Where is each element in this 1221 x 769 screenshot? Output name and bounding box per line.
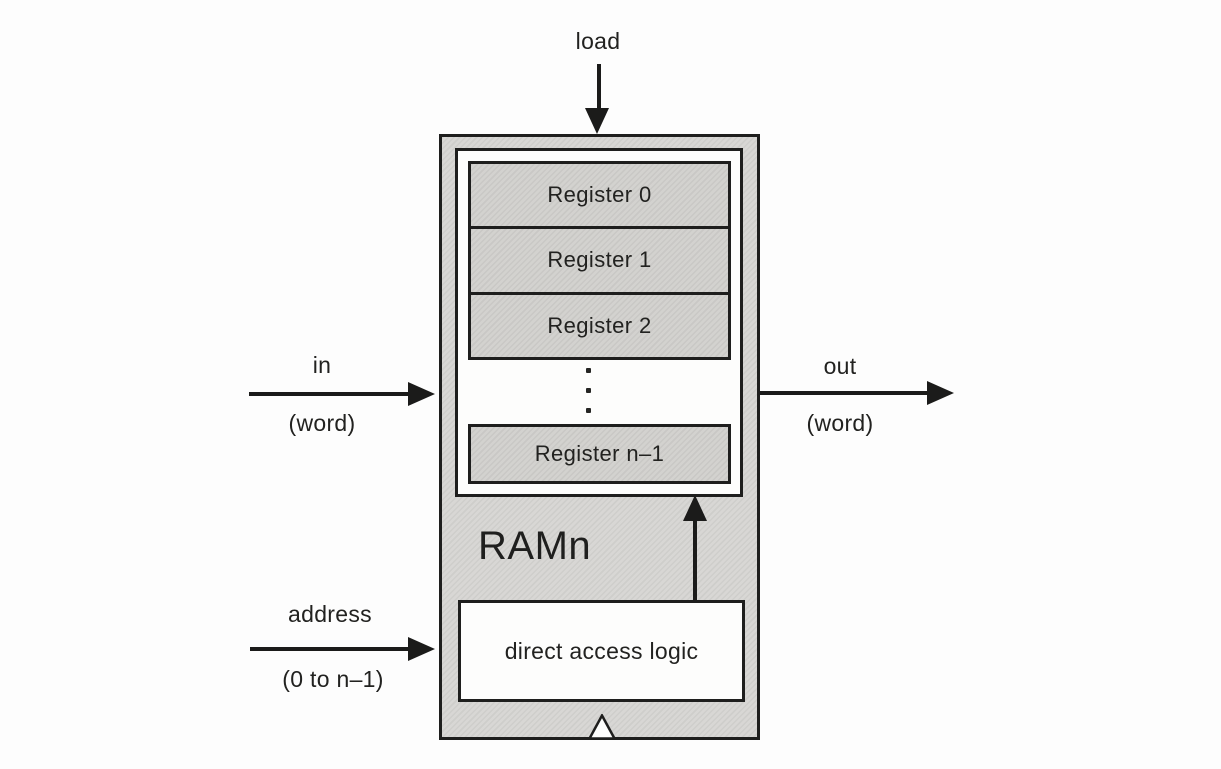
out-arrow-line — [760, 391, 927, 395]
address-label: address — [288, 601, 372, 627]
load-label: load — [575, 28, 621, 54]
register-row: Register 2 — [471, 291, 728, 357]
select-arrow-line — [693, 519, 697, 600]
register-stack: Register 0 Register 1 Register 2 — [468, 161, 731, 360]
in-arrowhead-icon — [408, 382, 435, 406]
out-arrowhead-icon — [927, 381, 954, 405]
select-arrowhead-icon — [683, 495, 707, 521]
out-word-label: (word) — [806, 410, 874, 436]
clock-input-icon — [588, 714, 616, 740]
ellipsis-dot — [586, 408, 591, 413]
address-arrow-line — [250, 647, 408, 651]
register-row: Register 0 — [471, 164, 728, 227]
chip-name-label: RAMn — [478, 524, 592, 568]
direct-access-logic-box: direct access logic — [458, 600, 745, 702]
in-label: in — [312, 352, 332, 378]
in-arrow-line — [249, 392, 408, 396]
address-arrowhead-icon — [408, 637, 435, 661]
ellipsis-dot — [586, 388, 591, 393]
ellipsis-dot — [586, 368, 591, 373]
register-row: Register 1 — [471, 226, 728, 292]
out-label: out — [823, 353, 857, 379]
load-arrow-line — [597, 64, 601, 108]
ellipsis-dots — [586, 368, 591, 413]
in-word-label: (word) — [288, 410, 356, 436]
load-arrowhead-icon — [585, 108, 609, 134]
register-row-last: Register n–1 — [468, 424, 731, 484]
direct-access-logic-label: direct access logic — [504, 637, 699, 664]
address-range-label: (0 to n–1) — [282, 666, 384, 692]
